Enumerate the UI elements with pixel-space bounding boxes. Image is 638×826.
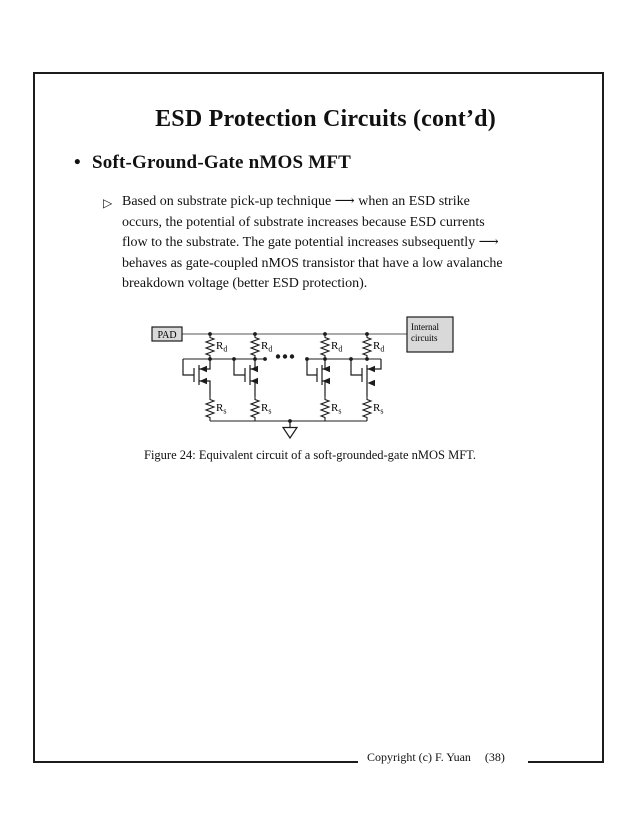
copyright-text: Copyright (c) F. Yuan: [367, 750, 471, 764]
nmos-transistor-4: [350, 359, 382, 396]
body-line: breakdown voltage (better ESD protection…: [122, 276, 368, 292]
triangle-item-marker: ▷: [103, 196, 113, 210]
body-paragraph: Based on substrate pick-up technique ⟶ w…: [122, 192, 592, 295]
bullet-label: Soft-Ground-Gate nMOS MFT: [92, 152, 352, 173]
internal-circuits-box: Internal circuits: [406, 316, 454, 353]
footer: Copyright (c) F. Yuan (38): [367, 750, 505, 765]
body-line: Based on substrate pick-up technique ⟶ w…: [122, 194, 470, 209]
resistor-rd-group: Rd Rd Rd Rd: [205, 333, 384, 360]
bottom-border-left-segment: [33, 761, 358, 763]
bottom-border-right-segment: [528, 761, 604, 763]
rs-label: Rs: [331, 402, 341, 416]
resistor-rd: [205, 333, 215, 360]
ground-symbol: [281, 421, 299, 440]
nmos-transistor-2: [233, 359, 258, 396]
pad-box: PAD: [151, 326, 183, 342]
resistor-rs: [362, 395, 372, 422]
pad-label: PAD: [157, 330, 176, 341]
resistor-rd: [362, 333, 372, 360]
nmos-transistor-1: [182, 359, 211, 396]
junction-dots: [208, 332, 369, 423]
figure-caption: Figure 24: Equivalent circuit of a soft-…: [144, 448, 476, 462]
rs-label: Rs: [373, 402, 383, 416]
internal-circuits-label-line1: Internal: [411, 322, 439, 332]
resistor-rs-group: Rs Rs Rs Rs: [205, 395, 383, 422]
rd-label: Rd: [331, 340, 342, 354]
resistor-rd: [250, 333, 260, 360]
page-title: ESD Protection Circuits (cont’d): [155, 106, 496, 132]
rs-label: Rs: [261, 402, 271, 416]
ellipsis-dots: [275, 354, 295, 359]
rd-label: Rd: [261, 340, 272, 354]
rs-label: Rs: [216, 402, 226, 416]
nmos-transistor-3: [306, 359, 330, 396]
internal-circuits-label-line2: circuits: [411, 333, 438, 343]
resistor-rd: [320, 333, 330, 360]
rd-label: Rd: [373, 340, 384, 354]
slide-border-frame: [33, 72, 604, 763]
body-line: behaves as gate-coupled nMOS transistor …: [122, 255, 503, 271]
resistor-rs: [320, 395, 330, 422]
body-line: flow to the substrate. The gate potentia…: [122, 235, 499, 251]
circuit-figure: PAD Internal circuits Rd Rd Rd Rd: [151, 316, 454, 440]
page-number: (38): [484, 750, 505, 764]
resistor-rs: [205, 395, 215, 422]
bullet-marker: •: [74, 152, 81, 173]
rd-label: Rd: [216, 340, 227, 354]
body-line: occurs, the potential of substrate incre…: [122, 214, 485, 230]
resistor-rs: [250, 395, 260, 422]
